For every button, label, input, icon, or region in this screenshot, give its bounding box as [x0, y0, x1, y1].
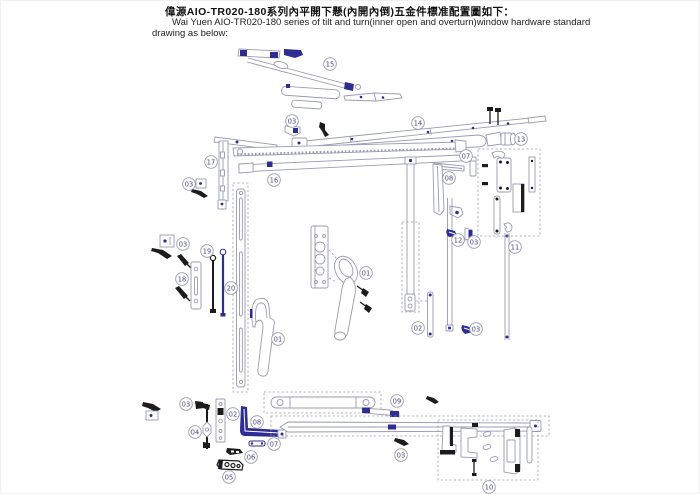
- part-label-20: 20: [224, 281, 238, 295]
- svg-text:03: 03: [182, 400, 190, 408]
- bottom-left-cluster: [142, 398, 226, 449]
- svg-text:18: 18: [178, 275, 186, 283]
- corner-drive-08: [240, 406, 287, 439]
- kit-box-10: [437, 419, 539, 481]
- title-chinese: 偉源AIO-TR020-180系列內平開下懸(內開內倒)五金件標准配置圖如下：: [165, 6, 515, 18]
- left-rod-group: [175, 248, 227, 317]
- part-label-03: 03: [176, 237, 190, 251]
- part-label-07: 07: [267, 437, 281, 451]
- svg-text:03: 03: [470, 238, 478, 246]
- svg-text:01: 01: [274, 335, 282, 343]
- part-label-14: 14: [411, 116, 425, 130]
- lock-bar-16: [238, 154, 463, 174]
- part-label-09: 09: [390, 394, 404, 408]
- svg-text:08: 08: [445, 174, 453, 182]
- screw-pack-marker: [284, 122, 329, 137]
- svg-text:03: 03: [185, 180, 193, 188]
- part-label-15: 15: [323, 57, 337, 71]
- part-label-12: 12: [451, 233, 465, 247]
- part-label-16: 16: [267, 173, 281, 187]
- part-label-11: 11: [508, 240, 522, 254]
- svg-text:19: 19: [203, 247, 211, 255]
- svg-text:20: 20: [227, 284, 235, 292]
- screw-pack-marker: [151, 234, 175, 259]
- part-label-02: 02: [411, 321, 425, 335]
- part-label-03: 03: [285, 114, 299, 128]
- svg-text:13: 13: [517, 135, 525, 143]
- part-label-07: 07: [459, 149, 473, 163]
- svg-text:10: 10: [485, 483, 493, 491]
- svg-text:03: 03: [179, 240, 187, 248]
- title-english: Wai Yuen AIO-TR020-180 series of tilt an…: [172, 16, 591, 28]
- title-english-line2: drawing as below:: [152, 27, 229, 39]
- svg-text:11: 11: [511, 243, 519, 251]
- toothed-strip: [232, 139, 467, 157]
- svg-text:17: 17: [207, 158, 215, 166]
- svg-text:02: 02: [229, 410, 237, 418]
- right-lock-rod: [504, 233, 510, 340]
- part-label-05: 05: [222, 470, 236, 484]
- svg-text:15: 15: [326, 60, 334, 68]
- window-handle-second: [250, 297, 275, 377]
- svg-text:02: 02: [414, 324, 422, 332]
- part-label-03: 03: [467, 235, 481, 249]
- svg-text:03: 03: [288, 117, 296, 125]
- part-label-17: 17: [204, 155, 218, 169]
- part-label-01: 01: [359, 266, 373, 280]
- svg-text:05: 05: [225, 473, 233, 481]
- svg-text:06: 06: [247, 453, 255, 461]
- part-label-04: 04: [188, 425, 202, 439]
- part-label-19: 19: [200, 244, 214, 258]
- part-label-03: 03: [394, 448, 408, 462]
- part-label-03: 03: [179, 397, 193, 411]
- kit-box-11: [477, 148, 541, 237]
- svg-text:16: 16: [270, 176, 278, 184]
- svg-text:08: 08: [253, 418, 261, 426]
- svg-text:07: 07: [270, 440, 278, 448]
- svg-text:14: 14: [414, 119, 422, 127]
- svg-text:07: 07: [462, 152, 470, 160]
- drive-rod-02: [401, 156, 434, 338]
- svg-text:12: 12: [454, 236, 462, 244]
- sash-corner-frame: [432, 156, 477, 332]
- part-label-03: 03: [469, 322, 483, 336]
- part-label-10: 10: [482, 480, 496, 494]
- part-label-03: 03: [182, 177, 196, 191]
- svg-text:09: 09: [393, 397, 401, 405]
- svg-text:01: 01: [362, 269, 370, 277]
- part-label-08: 08: [250, 415, 264, 429]
- screw-pack-marker: [191, 178, 208, 198]
- svg-text:04: 04: [191, 428, 199, 436]
- part-label-06: 06: [244, 450, 258, 464]
- top-stay-assembly: [237, 48, 403, 110]
- part-label-18: 18: [175, 272, 189, 286]
- part-label-01: 01: [271, 332, 285, 346]
- svg-text:03: 03: [397, 451, 405, 459]
- part-label-13: 13: [514, 132, 528, 146]
- svg-text:03: 03: [472, 325, 480, 333]
- part-labels-layer: 15 03 14 13 17 03 16 07 08 03 19 12 03 11 01 18 20 02 03 01…: [175, 57, 528, 494]
- small-parts-row: [216, 440, 266, 471]
- window-handle-main: [310, 225, 372, 341]
- part-label-08: 08: [442, 171, 456, 185]
- part-label-02: 02: [226, 407, 240, 421]
